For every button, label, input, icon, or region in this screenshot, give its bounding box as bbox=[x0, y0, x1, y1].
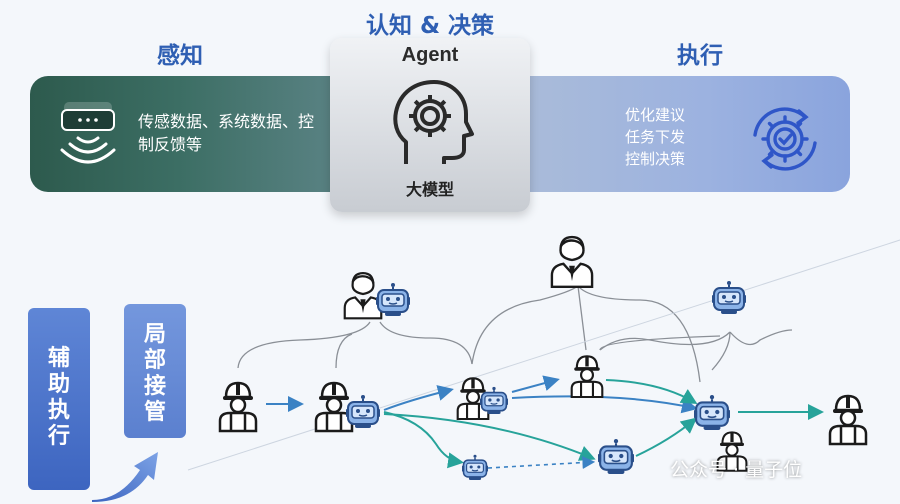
decision-title: 认知 & 决策 bbox=[365, 13, 495, 39]
assist-char: 执 bbox=[47, 398, 70, 423]
assist-char: 辅 bbox=[47, 346, 70, 371]
execution-title: 执行 bbox=[677, 43, 723, 69]
sensor-signal-icon bbox=[60, 102, 116, 164]
gear-check-icon bbox=[753, 107, 817, 171]
watermark: 公众号 · 量子位 bbox=[670, 459, 803, 481]
local-takeover-pill bbox=[124, 304, 186, 438]
execution-item: 控制决策 bbox=[624, 150, 685, 168]
execution-list: 优化建议 任务下发 控制决策 bbox=[600, 104, 710, 170]
execution-item: 优化建议 bbox=[624, 106, 685, 124]
perception-description: 传感数据、系统数据、控制反馈等 bbox=[138, 112, 315, 154]
assist-char: 助 bbox=[47, 372, 70, 397]
growth-arrow-icon bbox=[92, 452, 158, 502]
assist-execution-pill bbox=[28, 308, 90, 490]
execution-item: 任务下发 bbox=[624, 128, 685, 146]
perception-band bbox=[30, 76, 360, 192]
assist-char: 行 bbox=[47, 424, 70, 449]
local-takeover-label: 局 部 接 管 bbox=[124, 322, 186, 426]
model-label: 大模型 bbox=[405, 180, 454, 199]
takeover-char: 接 bbox=[143, 374, 166, 399]
execution-band bbox=[530, 76, 850, 192]
takeover-char: 管 bbox=[143, 400, 166, 425]
takeover-char: 局 bbox=[143, 322, 166, 347]
assist-execution-label: 辅 助 执 行 bbox=[28, 346, 90, 450]
agent-label: Agent bbox=[401, 44, 459, 66]
takeover-char: 部 bbox=[143, 348, 166, 373]
head-gear-icon bbox=[393, 80, 474, 164]
perception-title: 感知 bbox=[157, 43, 203, 69]
